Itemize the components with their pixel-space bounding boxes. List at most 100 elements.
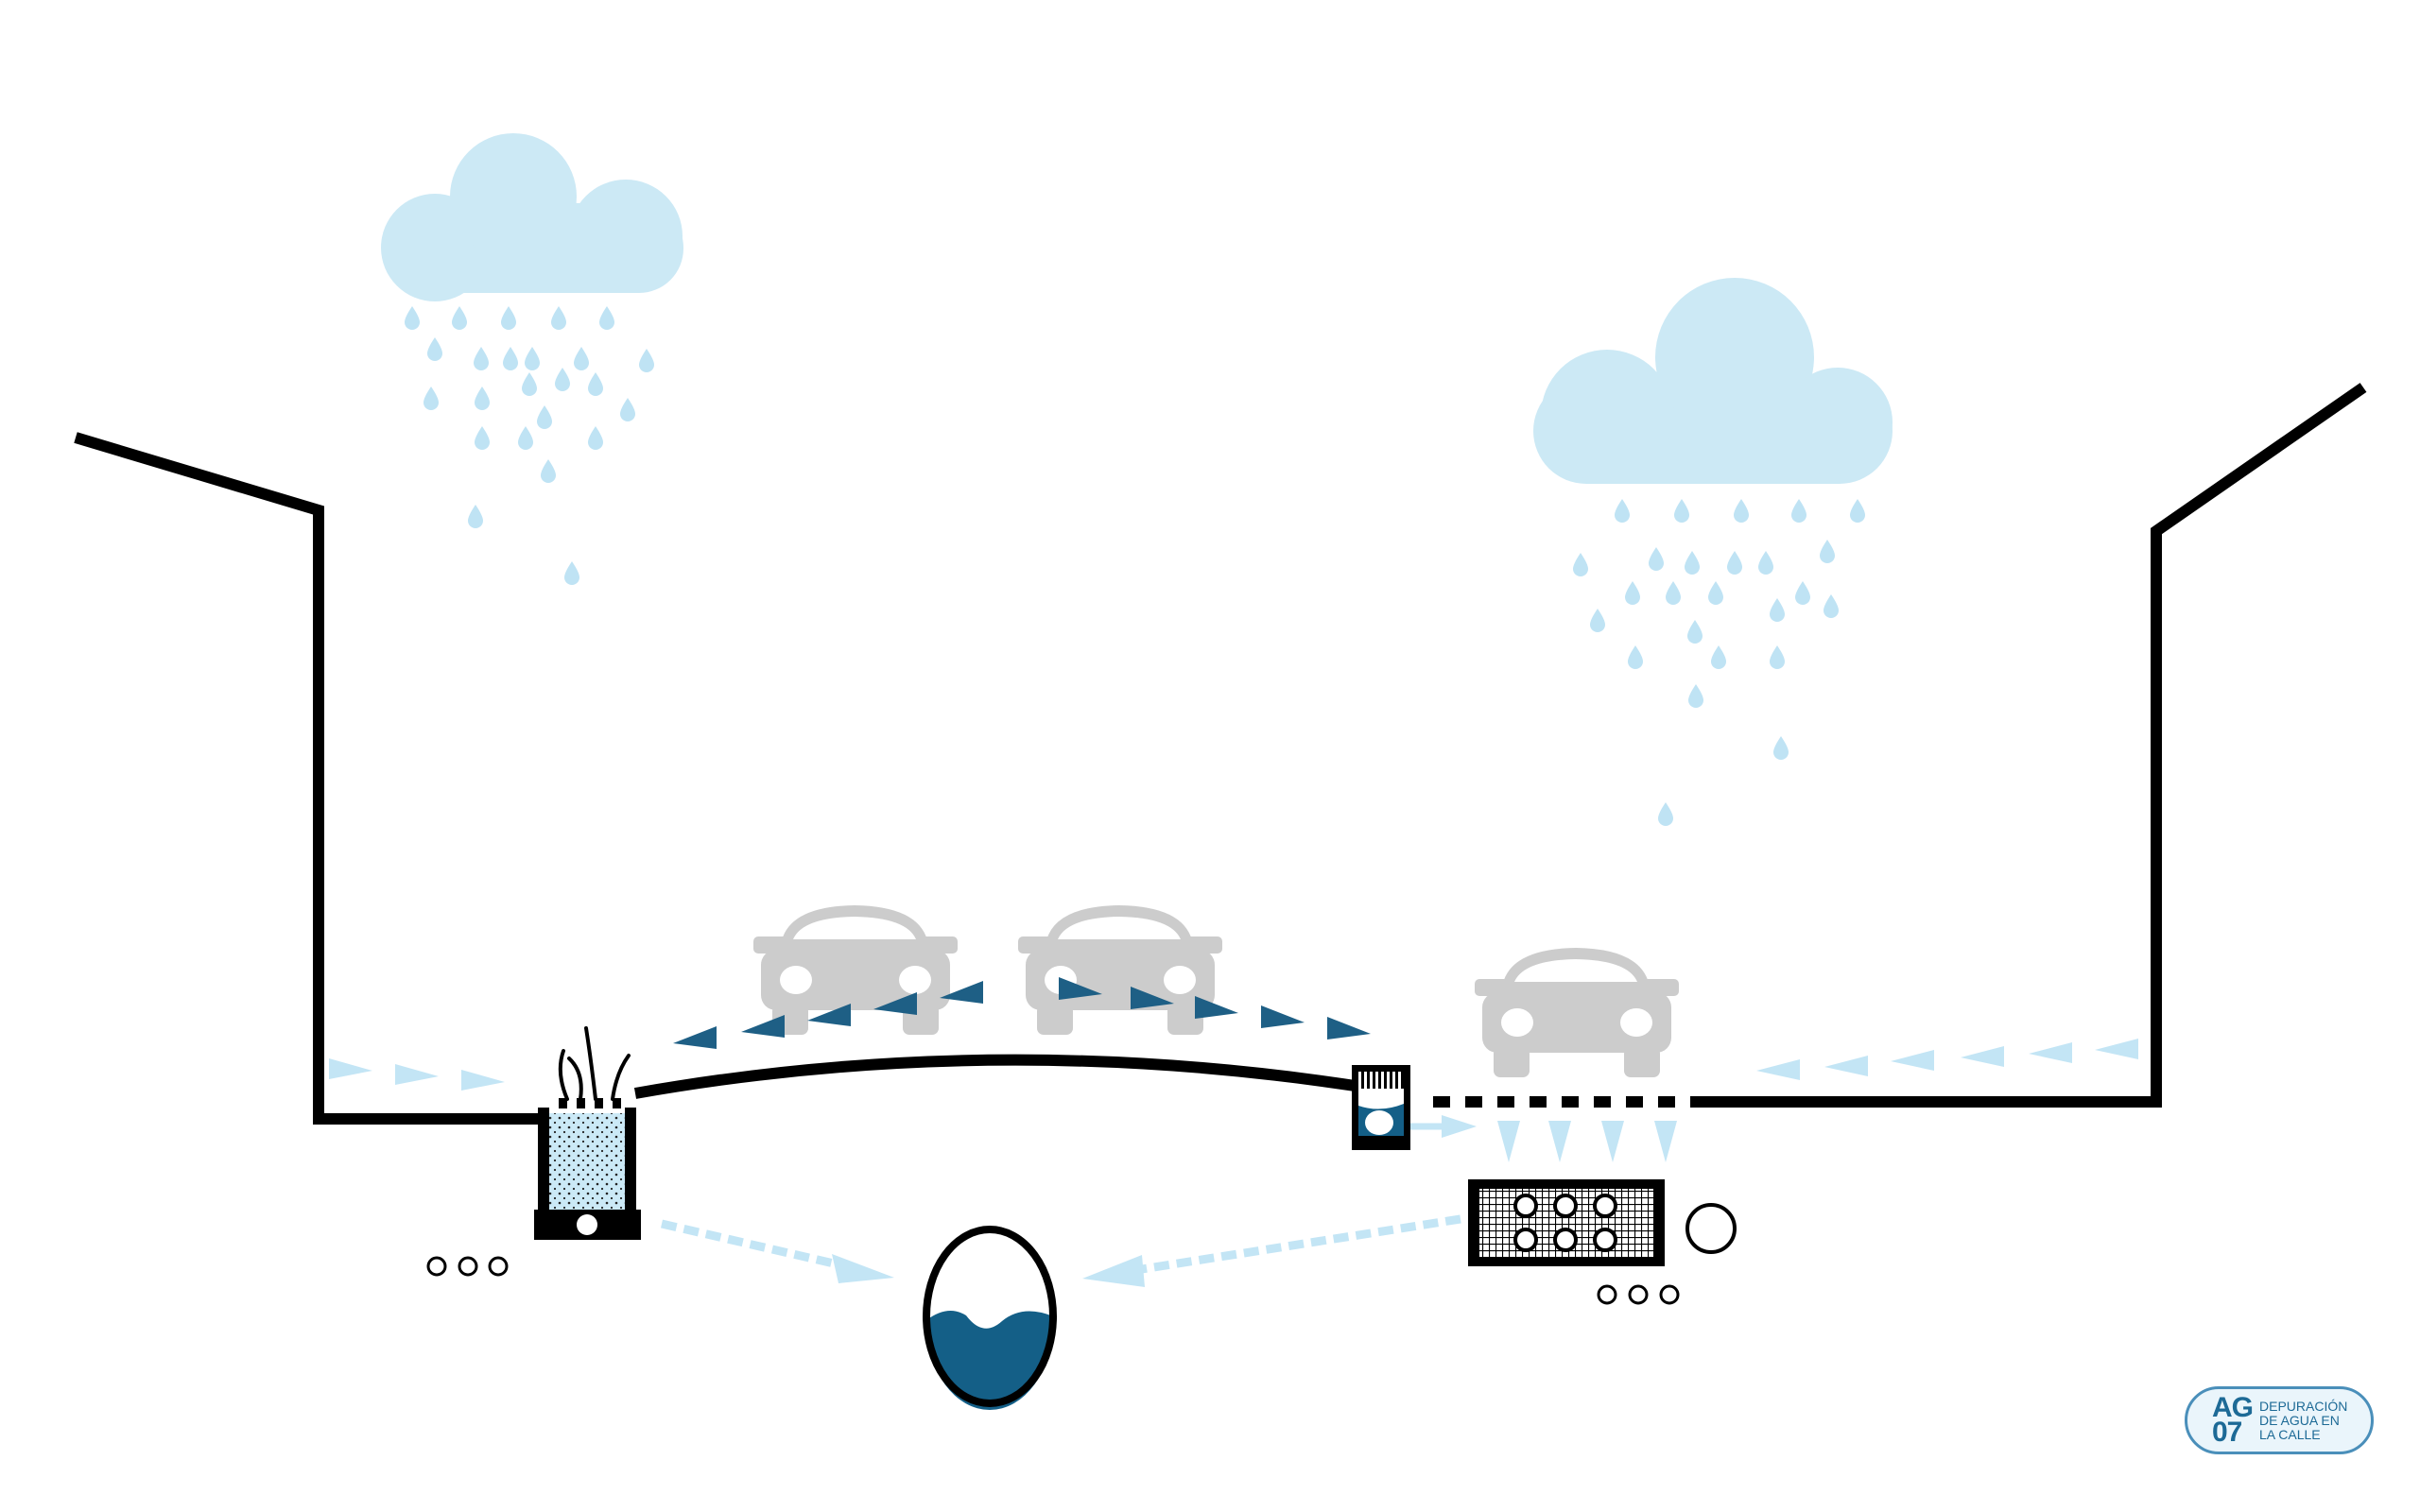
badge-code-line-1: AG <box>2212 1392 2254 1423</box>
raindrop-icon <box>1615 499 1630 523</box>
raindrop-icon <box>1727 551 1742 575</box>
raindrops-right <box>1573 499 1865 826</box>
right-building-outline <box>1703 383 2367 1108</box>
raindrop-icon <box>474 347 489 370</box>
raindrop-icon <box>1711 645 1726 669</box>
flow-arrow-icon <box>1059 977 1102 1000</box>
raindrop-icon <box>1770 645 1785 669</box>
raindrop-icon <box>522 372 537 396</box>
raindrop-icon <box>452 306 467 330</box>
badge-caption-line-2: DE AGUA EN <box>2259 1412 2340 1428</box>
ellipsis-right <box>1597 1284 1680 1305</box>
raindrop-icon <box>541 459 556 483</box>
badge-code: AG 07 <box>2212 1392 2256 1448</box>
street-profile <box>74 383 2367 1125</box>
flow-arrows <box>329 977 2138 1162</box>
flow-arrow-icon <box>1654 1121 1677 1162</box>
infiltration-arrowheads <box>832 1254 1145 1287</box>
flow-arrow-icon <box>741 1015 785 1038</box>
raindrop-icon <box>1791 499 1806 523</box>
raindrop-icon <box>1649 547 1664 571</box>
flow-arrow-icon <box>1195 996 1238 1019</box>
raindrop-icon <box>588 372 603 396</box>
raindrop-icon <box>1688 684 1703 708</box>
raindrop-icon <box>620 398 635 421</box>
filter-outlet-ring <box>1685 1203 1737 1254</box>
raindrop-icon <box>1658 802 1673 826</box>
planter-top-grate <box>559 1098 621 1108</box>
raindrop-icon <box>1770 598 1785 622</box>
raindrop-icon <box>475 387 490 410</box>
road-crown <box>633 1054 1362 1099</box>
raindrop-icon <box>1824 594 1839 618</box>
raindrop-icon <box>1708 581 1723 605</box>
badge-code-line-2: 07 <box>2212 1417 2242 1448</box>
raindrop-icon <box>1773 736 1789 760</box>
flow-arrow-icon <box>807 1004 851 1026</box>
flow-arrow-icon <box>1756 1059 1800 1080</box>
raindrop-icon <box>424 387 439 410</box>
raindrop-icon <box>588 426 603 450</box>
planter-outlet <box>577 1214 597 1235</box>
raindrop-icon <box>1758 551 1773 575</box>
cars <box>753 905 1679 1077</box>
flow-arrow-icon <box>1548 1121 1571 1162</box>
raindrop-icon <box>518 426 533 450</box>
raindrop-icon <box>639 349 654 372</box>
flow-arrow-icon <box>1131 987 1174 1009</box>
cloud-icon-right <box>1533 278 1893 484</box>
bioretention-planter <box>534 1026 641 1240</box>
raindrop-icon <box>1734 499 1749 523</box>
flow-arrow-icon <box>940 981 983 1004</box>
flow-arrow-icon <box>1824 1056 1868 1076</box>
drain-grate-icon <box>1352 1065 1410 1150</box>
flow-arrow-icon <box>1961 1046 2004 1067</box>
raindrop-icon <box>468 505 483 528</box>
flow-arrow-icon <box>1601 1121 1624 1162</box>
filter-module-icon <box>1468 1179 1665 1266</box>
badge-caption: DEPURACIÓN DE AGUA EN LA CALLE <box>2259 1398 2348 1442</box>
raindrop-icon <box>564 561 579 585</box>
car-icon <box>1018 905 1222 1035</box>
raindrop-icon <box>525 347 540 370</box>
raindrop-icon <box>1590 609 1605 632</box>
car-icon <box>1475 948 1679 1077</box>
raindrop-icon <box>1625 581 1640 605</box>
raindrop-icon <box>1674 499 1689 523</box>
raindrop-icon <box>1687 620 1703 644</box>
raindrop-icon <box>501 306 516 330</box>
flow-arrow-icon <box>1261 1005 1305 1028</box>
flow-arrow-icon <box>1327 1017 1371 1040</box>
raindrop-icon <box>503 347 518 370</box>
flow-arrow-icon <box>673 1026 717 1049</box>
raindrop-icon <box>405 306 420 330</box>
raindrop-icon <box>537 405 552 429</box>
raindrop-icon <box>599 306 614 330</box>
flow-arrow-icon <box>1891 1050 1934 1071</box>
ellipsis-left <box>426 1256 509 1277</box>
flow-arrow-icon <box>1497 1121 1520 1162</box>
water-tank-icon <box>923 1226 1057 1410</box>
ag07-badge: AG 07 DEPURACIÓN DE AGUA EN LA CALLE <box>2185 1386 2374 1454</box>
car-icon <box>753 905 958 1035</box>
flow-arrow-icon <box>329 1058 372 1079</box>
infiltration-paths <box>660 1214 1461 1276</box>
flow-arrow-icon <box>461 1070 505 1091</box>
badge-caption-line-1: DEPURACIÓN <box>2259 1398 2348 1414</box>
flow-arrow-icon <box>873 992 917 1015</box>
flow-arrow-icon <box>1442 1115 1477 1138</box>
raindrop-icon <box>1820 540 1835 563</box>
raindrop-icon <box>1795 581 1810 605</box>
flow-arrow-icon <box>2095 1039 2138 1059</box>
left-building-outline <box>74 432 542 1125</box>
tank-water-level <box>926 1311 1053 1410</box>
cloud-icon-left <box>381 133 683 301</box>
raindrop-icon <box>427 337 442 361</box>
raindrop-icon <box>551 306 566 330</box>
raindrops-left <box>405 306 654 585</box>
flow-arrow-icon <box>2029 1042 2072 1063</box>
raindrop-icon <box>555 368 570 391</box>
grass-icon <box>558 1026 631 1101</box>
raindrop-icon <box>475 426 490 450</box>
